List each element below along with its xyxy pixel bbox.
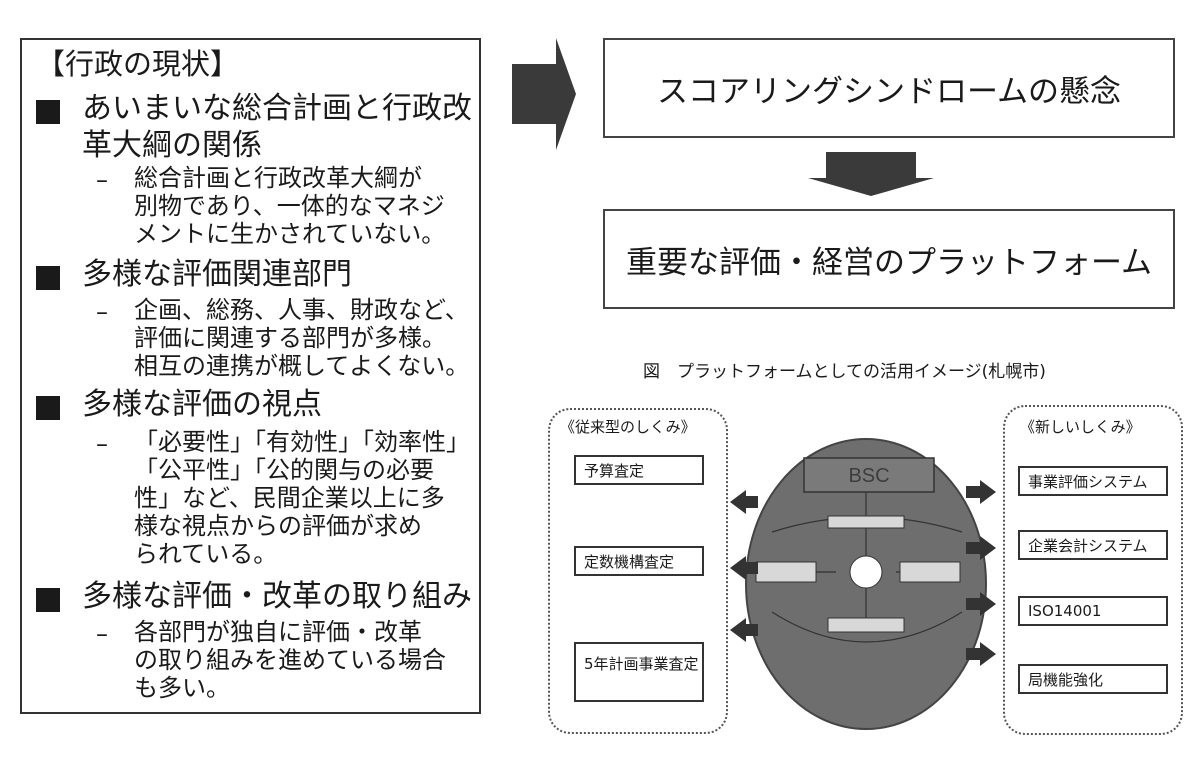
old-system-panel <box>548 408 728 734</box>
left-connector-arrows <box>730 490 758 642</box>
detail-line: 総合計画と行政改革大綱が <box>134 164 422 192</box>
double-arrow-icon <box>730 556 758 580</box>
heading-line: 革大綱の関係 <box>82 128 262 163</box>
detail-line: 別物であり、一体的なマネジ <box>134 192 445 220</box>
platform-circle-diagram: BSC <box>745 438 987 730</box>
detail-line: 企画、総務、人事、財政など、 <box>134 296 469 324</box>
new-system-item: 局機能強化 <box>1018 664 1168 694</box>
double-arrow-icon <box>730 490 758 514</box>
bsc-label: BSC <box>848 465 889 487</box>
inner-center-node <box>849 555 883 589</box>
detail-line: られている。 <box>134 540 278 568</box>
section-heading: あいまいな総合計画と行政改 革大綱の関係 <box>82 90 472 164</box>
section-heading: 多様な評価・改革の取り組み <box>82 578 472 615</box>
bullet-square-icon <box>36 396 60 420</box>
section-heading: 多様な評価の視点 <box>82 386 322 423</box>
detail-line: 様な視点からの評価が求め <box>134 512 422 540</box>
heading-line: あいまいな総合計画と行政改 <box>82 91 472 126</box>
double-arrow-icon <box>730 618 758 642</box>
box-label: スコアリングシンドロームの懸念 <box>656 73 1122 110</box>
detail-line: の取り組みを進めている場合 <box>134 646 446 674</box>
inner-box-top <box>827 515 905 529</box>
current-status-panel: 【行政の現状】 あいまいな総合計画と行政改 革大綱の関係 – 総合計画と行政改革… <box>20 38 481 714</box>
dash-marker: – <box>96 298 108 326</box>
platform-box: 重要な評価・経営のプラットフォーム <box>603 209 1175 309</box>
detail-line: 評価に関連する部門が多様。 <box>134 324 446 352</box>
bullet-square-icon <box>36 588 60 612</box>
inner-box-bottom <box>827 617 905 633</box>
detail-line: 「必要性」「有効性」「効率性」 <box>134 428 470 456</box>
old-system-title: 《従来型のしくみ》 <box>560 418 696 436</box>
double-arrow-icon <box>966 592 996 616</box>
panel-title: 【行政の現状】 <box>36 47 240 81</box>
heading-line: 多様な評価関連部門 <box>82 257 352 292</box>
bullet-square-icon <box>36 100 60 124</box>
heading-line: 多様な評価の視点 <box>82 387 322 422</box>
detail-line: 各部門が独自に評価・改革 <box>134 618 422 646</box>
detail-line: も多い。 <box>134 674 230 702</box>
bsc-header-box <box>803 457 935 493</box>
detail-line: 相互の連携が概してよくない。 <box>134 352 470 380</box>
new-system-title: 《新しいしくみ》 <box>1020 418 1141 436</box>
double-arrow-icon <box>966 642 996 666</box>
detail-line: 性」など、民間企業以上に多 <box>134 484 445 512</box>
detail-line: メントに生かされていない。 <box>134 220 446 248</box>
heading-line: 多様な評価・改革の取り組み <box>82 579 472 614</box>
section-detail: 総合計画と行政改革大綱が 別物であり、一体的なマネジ メントに生かされていない。 <box>134 164 445 248</box>
box-label: 重要な評価・経営のプラットフォーム <box>625 244 1153 281</box>
double-arrow-icon <box>966 480 996 504</box>
bullet-square-icon <box>36 266 60 290</box>
new-system-item: 企業会計システム <box>1018 530 1168 560</box>
section-detail: 各部門が独自に評価・改革 の取り組みを進めている場合 も多い。 <box>134 618 446 702</box>
old-system-item: 5年計画事業査定 <box>574 642 704 702</box>
scoring-syndrome-box: スコアリングシンドロームの懸念 <box>603 38 1175 138</box>
right-arrow-icon <box>512 38 576 150</box>
section-heading: 多様な評価関連部門 <box>82 256 352 293</box>
detail-line: 「公平性」「公的関与の必要 <box>134 456 434 484</box>
dash-marker: – <box>96 430 108 458</box>
section-detail: 企画、総務、人事、財政など、 評価に関連する部門が多様。 相互の連携が概してよく… <box>134 296 469 380</box>
old-system-item: 予算査定 <box>574 455 704 485</box>
double-arrow-icon <box>966 536 996 560</box>
new-system-item: ISO14001 <box>1018 596 1168 626</box>
figure-caption: 図 プラットフォームとしての活用イメージ(札幌市) <box>643 362 1046 382</box>
inner-box-right <box>899 561 961 583</box>
dash-marker: – <box>96 620 108 648</box>
old-system-item: 定数機構査定 <box>574 546 704 576</box>
inner-box-left <box>755 561 817 583</box>
right-connector-arrows <box>966 480 996 666</box>
new-system-item: 事業評価システム <box>1018 466 1168 496</box>
section-detail: 「必要性」「有効性」「効率性」 「公平性」「公的関与の必要 性」など、民間企業以… <box>134 428 470 568</box>
new-system-panel <box>1003 405 1183 735</box>
dash-marker: – <box>96 166 108 194</box>
down-arrow-icon <box>808 152 934 196</box>
